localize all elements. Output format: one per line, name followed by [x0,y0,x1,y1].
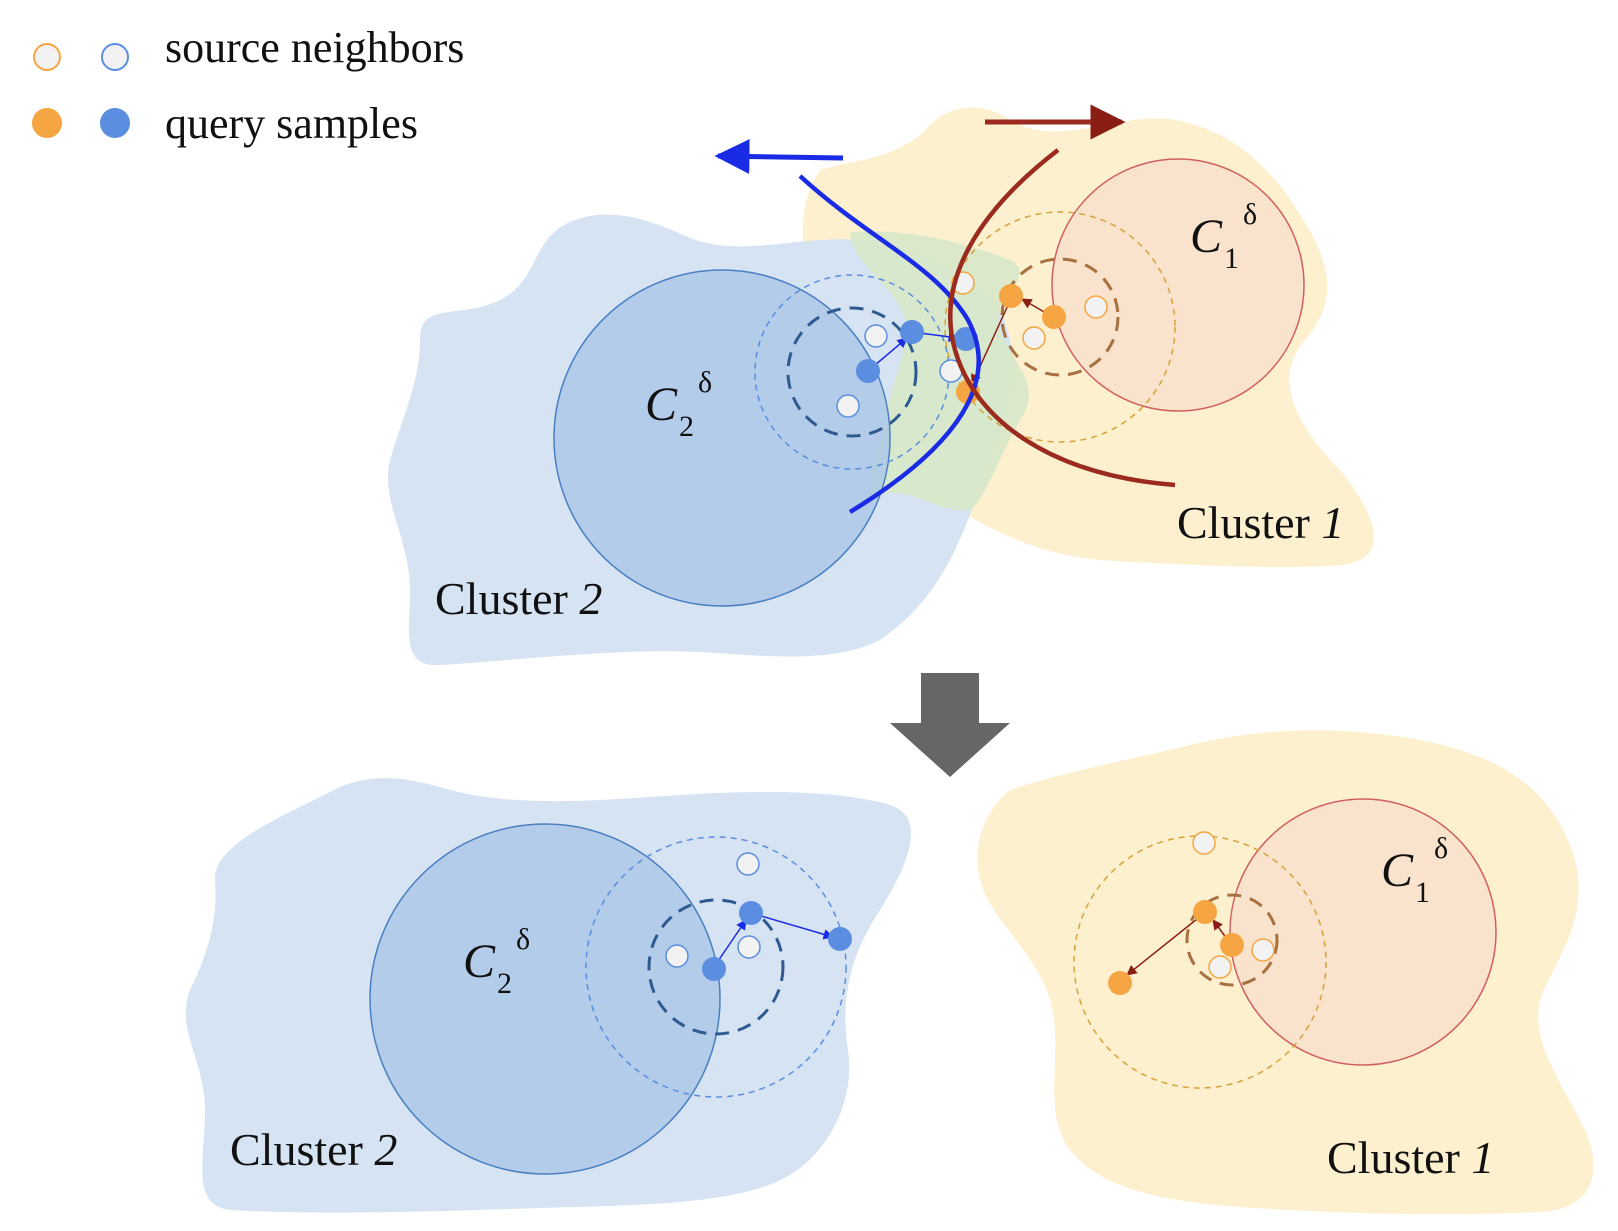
top-blue-shift-arrow [714,139,844,175]
bottom-blue-link-arrow [750,912,835,940]
bottom-cluster2-label: Cluster 2 [230,1124,397,1175]
bottom-orange-inner-dashed-circle [1185,893,1279,987]
legend: source neighbors query samples [32,23,464,148]
top-blue-decision-boundary [798,174,981,514]
bottom-blue-outer-dashed-circle [585,836,847,1098]
bottom-query-sample-orange [1220,933,1244,957]
top-cluster1-label: Cluster 1 [1177,497,1344,548]
bottom-source-neighbor-blue [736,852,760,876]
bottom-source-neighbor-blue [665,944,689,968]
bottom-query-sample-blue [702,957,726,981]
top-panel: C1δ C2δ Cluster 1 Cluster 2 [387,104,1374,666]
bottom-query-sample-blue [828,927,852,951]
legend-source-neighbor-blue-icon [101,43,129,71]
top-c2-label: C2δ [645,366,712,443]
legend-query-samples-label: query samples [165,99,418,148]
top-orange-inner-dashed-circle [1000,257,1120,377]
bottom-source-neighbor-blue [737,935,761,959]
legend-source-neighbor-orange-icon [33,43,61,71]
top-source-neighbor-orange [1022,326,1046,350]
top-c1-core-circle [1051,158,1305,412]
top-cluster2-label: Cluster 2 [435,573,602,624]
bottom-c1-label: C1δ [1381,832,1448,909]
bottom-source-neighbor-orange [1208,955,1232,979]
top-query-sample-blue [856,359,880,383]
legend-query-sample-orange-icon [32,108,62,138]
top-c2-core-circle [553,269,891,607]
bottom-red-link-arrow [1126,914,1203,976]
bottom-query-sample-blue [739,901,763,925]
top-source-neighbor-blue [864,324,888,348]
bottom-query-sample-orange [1193,900,1217,924]
bottom-c2-core-circle [369,823,721,1175]
top-source-neighbor-blue [836,394,860,418]
bottom-right-panel: C1δ Cluster 1 [977,730,1594,1215]
top-c1-label: C1δ [1190,198,1257,275]
legend-source-neighbors-label: source neighbors [165,23,464,72]
bottom-orange-outer-dashed-circle [1073,835,1327,1089]
bottom-cluster1-label: Cluster 1 [1327,1132,1494,1183]
transition-down-arrow-icon [890,673,1010,777]
top-red-decision-boundary [948,148,1176,488]
bottom-source-neighbor-orange [1251,938,1275,962]
bottom-left-panel: C2δ Cluster 2 [185,778,912,1213]
bottom-source-neighbor-orange [1192,831,1216,855]
top-query-sample-orange [1042,305,1066,329]
top-orange-outer-dashed-circle [944,211,1176,443]
top-query-sample-blue [900,320,924,344]
top-query-sample-orange [999,284,1023,308]
bottom-blue-inner-dashed-circle [647,898,785,1036]
bottom-query-sample-orange [1108,971,1132,995]
bottom-c2-label: C2δ [463,923,530,1000]
bottom-c1-core-circle [1229,798,1497,1066]
top-blue-inner-dashed-circle [786,306,918,438]
top-source-neighbor-orange [1084,295,1108,319]
legend-query-sample-blue-icon [100,108,130,138]
